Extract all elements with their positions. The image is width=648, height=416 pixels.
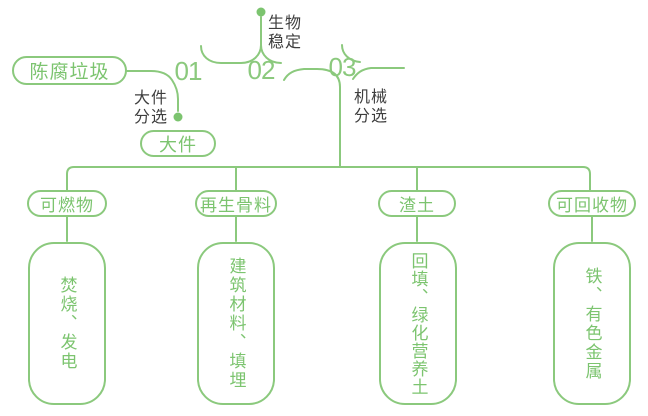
branch-recyclable-label: 可回收物 (556, 196, 628, 215)
arc-stage01-to-stage02 (200, 16, 262, 64)
branch-aggregate-label: 再生骨料 (200, 196, 272, 215)
branch-combustible-node: 可燃物 (27, 190, 107, 217)
stage-03-number: 03 (328, 52, 357, 82)
branch-aggregate-node: 再生骨料 (195, 190, 277, 217)
stage-03-label: 机械分选 (354, 89, 389, 125)
line-stage03-tail (352, 67, 405, 80)
branch-slag-node: 渣土 (378, 190, 456, 217)
distribution-bar (66, 166, 591, 191)
line-stage02-to-stage03-drop (283, 68, 341, 168)
disposal-aggregate-text: 建筑材料、填埋 (226, 257, 246, 390)
bio-stable-dot (256, 7, 266, 17)
disposal-recyclable-text: 铁、有色金属 (582, 266, 602, 381)
stage-02-label: 生物稳定 (268, 15, 303, 51)
branch-recyclable-node: 可回收物 (548, 190, 636, 217)
source-node: 陈腐垃圾 (12, 56, 127, 85)
disposal-box-recyclable: 铁、有色金属 (553, 242, 631, 405)
branch-slag-label: 渣土 (399, 196, 435, 215)
large-item-node: 大件 (140, 130, 216, 157)
large-item-dot (173, 112, 183, 122)
disposal-box-slag: 回填、绿化营养土 (379, 242, 457, 405)
disposal-combustible-text: 焚烧、发电 (57, 276, 77, 371)
stage-02-number: 02 (247, 55, 276, 85)
disposal-box-aggregate: 建筑材料、填埋 (197, 242, 275, 405)
arc-stage02-right (260, 44, 282, 64)
line-source-to-stage01-drop (126, 70, 179, 112)
large-item-label: 大件 (159, 134, 197, 155)
arc-stage03-top (341, 44, 361, 63)
disposal-box-combustible: 焚烧、发电 (28, 242, 106, 405)
disposal-slag-text: 回填、绿化营养土 (408, 251, 428, 396)
stage-01-label: 大件分选 (134, 90, 169, 126)
source-label: 陈腐垃圾 (29, 62, 110, 83)
stage-01-number: 01 (174, 56, 203, 86)
branch-combustible-label: 可燃物 (40, 196, 94, 215)
